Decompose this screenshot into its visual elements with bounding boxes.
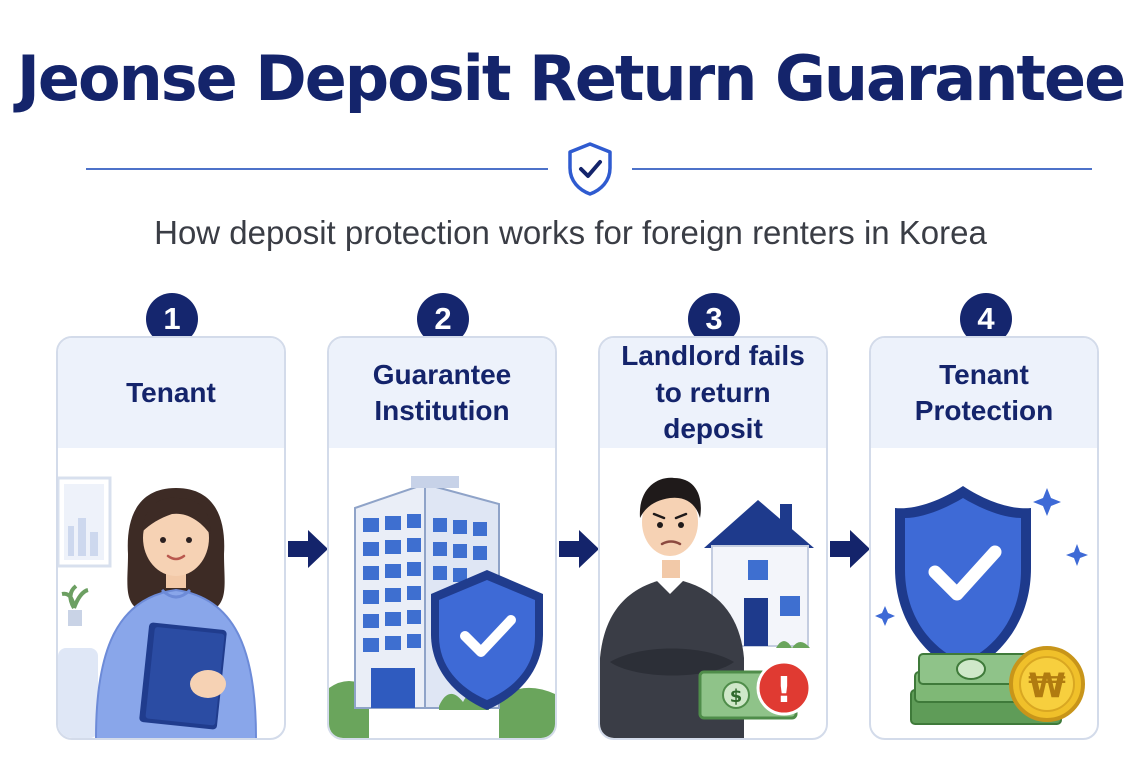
title-divider-left <box>86 168 548 170</box>
arrow-right-icon <box>288 530 328 568</box>
arrow-right-icon <box>559 530 599 568</box>
page-title: Jeonse Deposit Return Guarantee <box>16 42 1126 115</box>
building-windows <box>363 514 487 652</box>
title-divider-right <box>632 168 1092 170</box>
shield-money-icon: ₩ <box>875 486 1088 725</box>
sparkle-icon <box>875 606 895 626</box>
subtitle: How deposit protection works for foreign… <box>154 214 987 251</box>
step-1-label: Tenant <box>58 338 284 448</box>
sparkle-icon <box>1066 544 1088 566</box>
step-3-label: Landlord fails to return deposit <box>600 338 826 448</box>
office-building-shield-icon <box>329 476 555 738</box>
arrow-right-icon <box>830 530 870 568</box>
won-coin-icon: ₩ <box>1028 666 1066 706</box>
svg-text:$: $ <box>730 686 743 707</box>
sparkle-icon <box>1033 488 1061 516</box>
step-card-tenant: Tenant <box>56 336 286 740</box>
worried-landlord-house-icon: $ ! <box>600 477 814 738</box>
step-card-landlord-default: Landlord fails to return deposit $ ! <box>598 336 828 740</box>
step-4-label: Tenant Protection <box>871 338 1097 448</box>
alert-icon: ! <box>776 670 792 711</box>
step-card-guarantee-institution: Guarantee Institution <box>327 336 557 740</box>
step-card-tenant-protection: Tenant Protection ₩ <box>869 336 1099 740</box>
step-2-label: Guarantee Institution <box>329 338 555 448</box>
tenant-icon <box>58 476 257 738</box>
shield-check-icon <box>568 142 612 196</box>
